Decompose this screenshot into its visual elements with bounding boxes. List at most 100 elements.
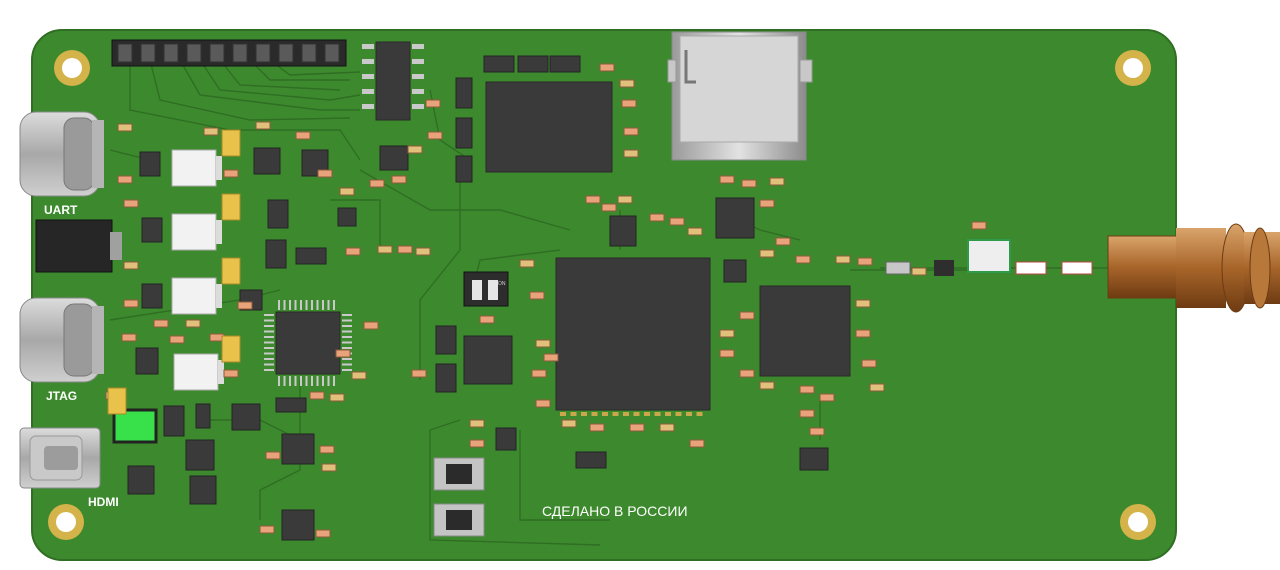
rf-transceiver-chip bbox=[759, 285, 851, 377]
smd-passive bbox=[629, 423, 645, 432]
smd-passive bbox=[117, 123, 133, 132]
fpga-pad bbox=[560, 412, 566, 416]
small-ic bbox=[337, 207, 357, 227]
mcu-pin bbox=[327, 300, 330, 310]
white-button bbox=[171, 213, 217, 251]
smd-passive bbox=[799, 409, 815, 418]
smd-passive bbox=[739, 369, 755, 378]
passive-components bbox=[105, 44, 987, 538]
mcu-pin bbox=[342, 330, 352, 333]
fpga-pad bbox=[581, 412, 587, 416]
smd-passive bbox=[585, 195, 601, 204]
smd-passive bbox=[719, 329, 735, 338]
tantalum-capacitor bbox=[107, 387, 127, 415]
smd-passive bbox=[529, 291, 545, 300]
smd-passive bbox=[315, 529, 331, 538]
smd-passive bbox=[809, 427, 825, 436]
smd-passive bbox=[335, 349, 351, 358]
smd-passive bbox=[411, 369, 427, 378]
mcu-pin bbox=[316, 376, 319, 386]
smd-passive bbox=[861, 359, 877, 368]
smd-passive bbox=[617, 195, 633, 204]
mcu-pin bbox=[327, 376, 330, 386]
small-ic bbox=[275, 397, 307, 413]
small-ic bbox=[455, 77, 473, 109]
smd-passive bbox=[309, 391, 325, 400]
mcu-pin bbox=[264, 369, 274, 371]
status-led-green bbox=[112, 408, 158, 444]
smd-passive bbox=[601, 203, 617, 212]
smd-passive bbox=[531, 369, 547, 378]
fpga-main-chip bbox=[555, 257, 711, 411]
small-ic bbox=[715, 197, 755, 239]
small-ic bbox=[163, 405, 185, 437]
smd-passive bbox=[741, 179, 757, 188]
mcu-pin bbox=[264, 314, 274, 316]
smd-passive bbox=[759, 199, 775, 208]
smd-passive bbox=[377, 245, 393, 254]
smd-passive bbox=[265, 451, 281, 460]
fpga-pad bbox=[654, 412, 661, 416]
mcu-pin bbox=[264, 319, 274, 322]
small-ic bbox=[267, 199, 289, 229]
mcu-pin bbox=[294, 300, 297, 310]
tantalum-capacitor bbox=[221, 193, 241, 221]
mcu-pin bbox=[342, 319, 352, 322]
smd-passive bbox=[123, 261, 139, 270]
smd-passive bbox=[623, 149, 639, 158]
small-ic bbox=[231, 403, 261, 431]
usb-c-uart-connector bbox=[19, 111, 104, 197]
small-ic bbox=[281, 433, 315, 465]
smd-passive bbox=[427, 131, 443, 140]
smd-passive bbox=[425, 99, 441, 108]
header-pin bbox=[163, 43, 179, 63]
flash-soic-chip bbox=[375, 41, 411, 121]
flash-pin bbox=[412, 74, 424, 79]
fpga-pad bbox=[686, 412, 692, 416]
smd-passive bbox=[687, 227, 703, 236]
white-button-edge bbox=[218, 360, 224, 384]
smd-passive bbox=[123, 299, 139, 308]
flash-pin bbox=[412, 59, 424, 64]
jtag-label: JTAG bbox=[46, 389, 77, 403]
mcu-pin bbox=[322, 376, 324, 386]
fpga-pad bbox=[633, 412, 640, 416]
smd-passive bbox=[319, 445, 335, 454]
white-button-edge bbox=[216, 220, 222, 244]
flash-pin bbox=[362, 104, 374, 109]
smd-passive bbox=[855, 329, 871, 338]
smd-passive bbox=[543, 353, 559, 362]
small-ic bbox=[517, 55, 549, 73]
fpga-pad bbox=[623, 412, 629, 416]
smd-passive bbox=[123, 199, 139, 208]
usb-c-jtag-connector bbox=[19, 297, 104, 383]
mcu-pin bbox=[342, 341, 352, 344]
smd-passive bbox=[795, 255, 811, 264]
mcu-qfp-chip bbox=[275, 311, 341, 375]
smd-passive bbox=[345, 247, 361, 256]
smd-passive bbox=[535, 399, 551, 408]
small-ic bbox=[799, 447, 829, 471]
small-ic bbox=[455, 155, 473, 183]
small-ic bbox=[435, 363, 457, 393]
smd-passive bbox=[561, 419, 577, 428]
ic-chips bbox=[127, 55, 829, 541]
mcu-pin bbox=[311, 376, 313, 386]
small-ic bbox=[549, 55, 581, 73]
smd-passive bbox=[121, 333, 137, 342]
smd-passive bbox=[599, 63, 615, 72]
header-pin bbox=[117, 43, 133, 63]
smd-passive bbox=[739, 311, 755, 320]
fpga-pad bbox=[570, 412, 577, 416]
fpga-pad bbox=[675, 412, 682, 416]
smd-passive bbox=[669, 217, 685, 226]
smd-passive bbox=[391, 175, 407, 184]
small-ic bbox=[609, 215, 637, 247]
smd-passive bbox=[317, 169, 333, 178]
white-button bbox=[171, 277, 217, 315]
small-ic bbox=[295, 247, 327, 265]
smd-passive bbox=[835, 255, 851, 264]
smd-passive bbox=[295, 131, 311, 140]
small-ic bbox=[379, 145, 409, 171]
